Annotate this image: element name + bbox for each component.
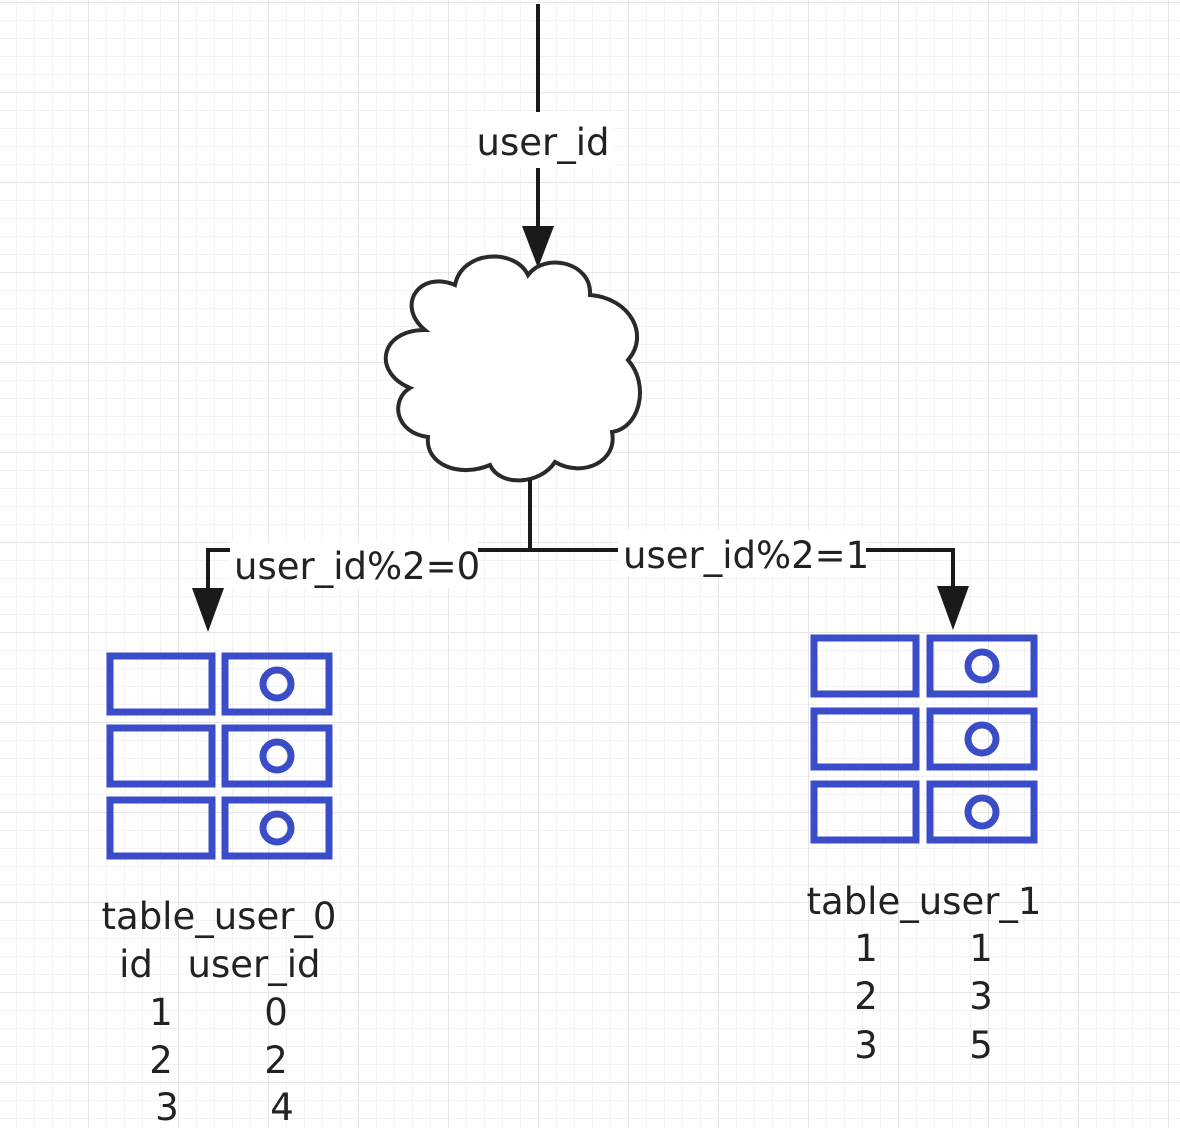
table-cell: 1 (969, 927, 993, 970)
right-table-name: table_user_1 (807, 880, 1042, 923)
table-cell: 2 (854, 975, 878, 1018)
table-cell: 2 (149, 1039, 173, 1082)
left-table-header-user-id: user_id (188, 943, 321, 986)
left-table-text: table_user_0 id user_id 1 0 2 2 3 4 (102, 895, 337, 1128)
table-cell: 0 (264, 991, 288, 1034)
right-branch-arrowhead (937, 586, 969, 630)
cloud-icon (383, 254, 642, 483)
table-cell: 1 (149, 991, 173, 1034)
left-table-name: table_user_0 (102, 895, 337, 938)
table-cell: 5 (969, 1024, 993, 1067)
database-table-icon (106, 652, 333, 860)
right-branch-label: user_id%2=1 (623, 534, 869, 577)
table-cell: 4 (270, 1086, 294, 1128)
table-cell: 1 (854, 927, 878, 970)
table-cell: 3 (854, 1024, 878, 1067)
input-arrowhead (522, 226, 554, 268)
input-edge-label: user_id (477, 121, 610, 164)
table-cell: 3 (155, 1086, 179, 1128)
table-cell: 3 (969, 975, 993, 1018)
table-cell: 2 (264, 1039, 288, 1082)
left-branch-arrowhead (192, 588, 224, 632)
database-table-icon (810, 634, 1038, 844)
left-branch-label: user_id%2=0 (234, 545, 480, 588)
right-table-text: table_user_1 1 1 2 3 3 5 (807, 880, 1042, 1067)
left-table-header-id: id (119, 943, 153, 986)
